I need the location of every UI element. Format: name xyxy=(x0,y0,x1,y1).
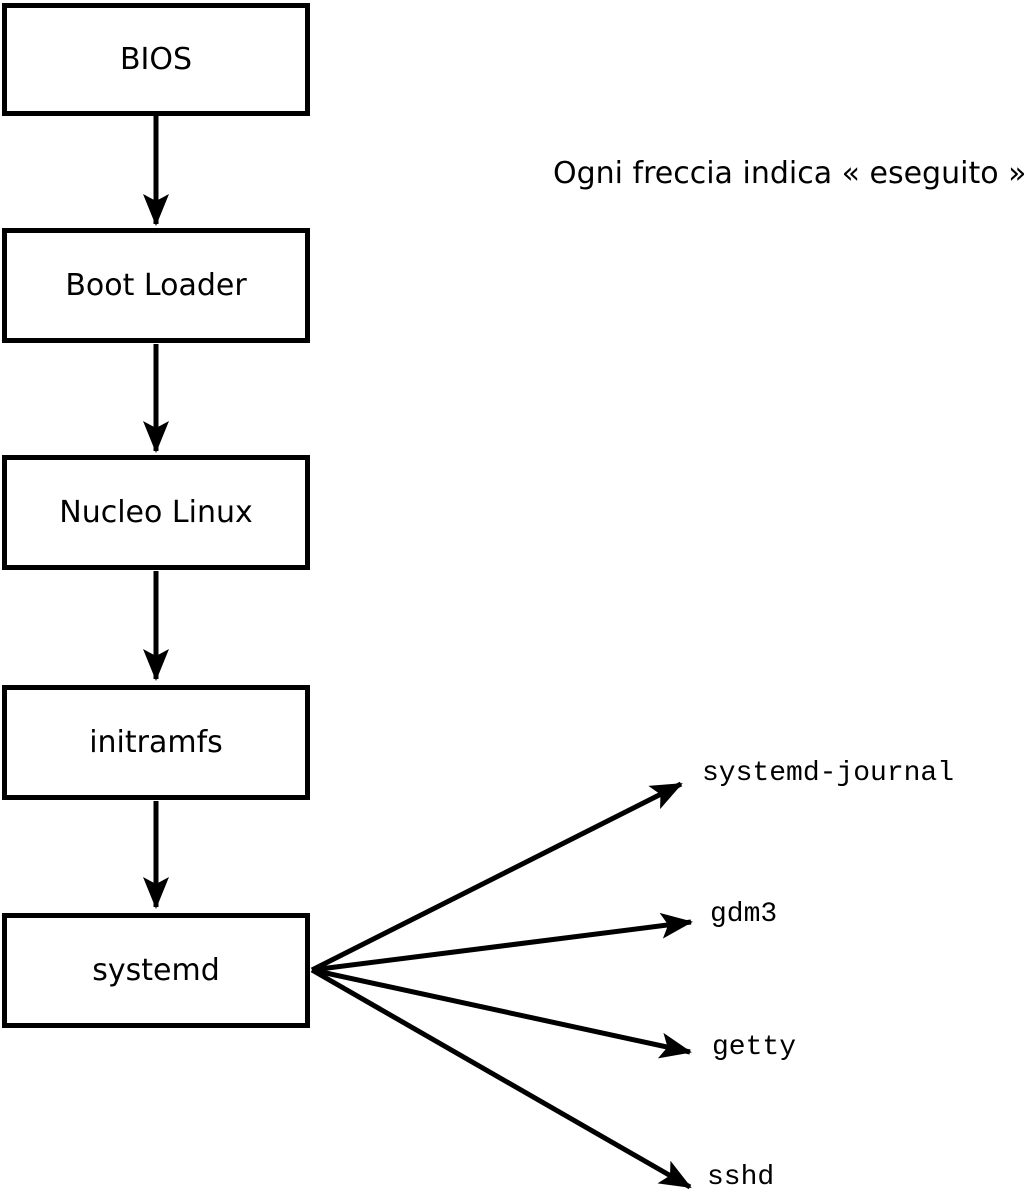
arrow-systemd-to-gdm3 xyxy=(311,912,693,973)
arrow-systemd-to-getty xyxy=(311,967,692,1059)
box-systemd: systemd xyxy=(2,913,310,1028)
box-boot-loader: Boot Loader xyxy=(2,228,310,343)
diagram-caption: Ogni freccia indica « eseguito ». xyxy=(553,156,1024,191)
box-initramfs: initramfs xyxy=(2,685,310,800)
service-label-sshd: sshd xyxy=(707,1162,775,1193)
box-boot-loader-label: Boot Loader xyxy=(65,268,247,303)
box-bios: BIOS xyxy=(2,3,310,116)
arrow-systemd-to-sshd xyxy=(310,967,692,1190)
box-nucleo-linux-label: Nucleo Linux xyxy=(59,495,253,530)
service-label-systemd-journal: systemd-journal xyxy=(702,758,955,789)
box-bios-label: BIOS xyxy=(119,42,193,77)
service-label-gdm3: gdm3 xyxy=(710,899,778,930)
box-initramfs-label: initramfs xyxy=(89,725,223,760)
box-systemd-label: systemd xyxy=(92,953,220,988)
service-label-getty: getty xyxy=(712,1032,797,1063)
box-nucleo-linux: Nucleo Linux xyxy=(2,455,310,570)
arrow-systemd-to-journal xyxy=(310,781,683,973)
